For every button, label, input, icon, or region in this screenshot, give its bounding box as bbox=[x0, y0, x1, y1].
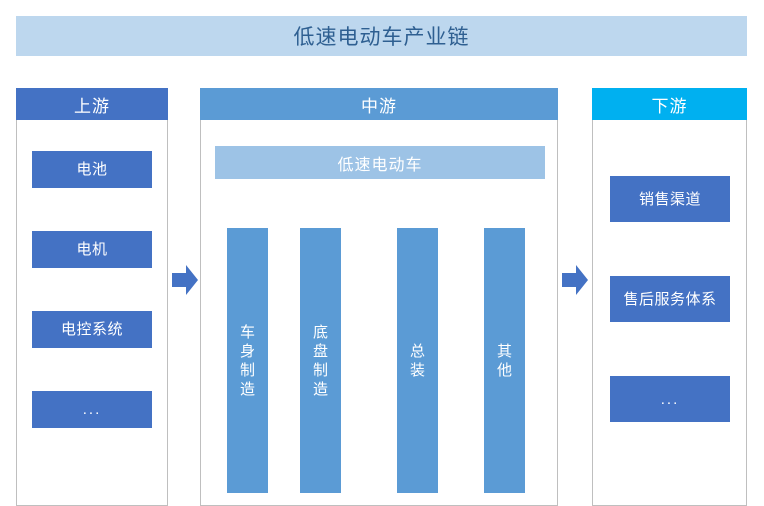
arrow-midstream-to-downstream-icon bbox=[562, 264, 588, 296]
midstream-process-other[interactable]: 其他 bbox=[484, 228, 525, 493]
page-title: 低速电动车产业链 bbox=[293, 26, 470, 49]
upstream-body: 电池 电机 电控系统 ... bbox=[16, 120, 168, 506]
downstream-body: 销售渠道 售后服务体系 ... bbox=[592, 120, 747, 506]
upstream-header: 上游 bbox=[16, 88, 168, 120]
downstream-item-more[interactable]: ... bbox=[610, 376, 730, 422]
upstream-item-motor[interactable]: 电机 bbox=[32, 231, 152, 268]
midstream-process-label: 车身制造 bbox=[240, 323, 257, 398]
downstream-item-sales-channel[interactable]: 销售渠道 bbox=[610, 176, 730, 222]
midstream-process-label: 其他 bbox=[497, 342, 514, 379]
midstream-column: 中游 低速电动车 车身制造 底盘制造 总装 其他 bbox=[200, 88, 558, 506]
midstream-process-chassis-manufacturing[interactable]: 底盘制造 bbox=[300, 228, 341, 493]
midstream-body: 低速电动车 车身制造 底盘制造 总装 其他 bbox=[200, 120, 558, 506]
arrow-upstream-to-midstream-icon bbox=[172, 264, 198, 296]
midstream-process-final-assembly[interactable]: 总装 bbox=[397, 228, 438, 493]
downstream-column: 下游 销售渠道 售后服务体系 ... bbox=[592, 88, 747, 506]
midstream-process-label: 总装 bbox=[410, 342, 427, 379]
diagram-title-banner: 低速电动车产业链 bbox=[16, 16, 747, 56]
midstream-product-bar[interactable]: 低速电动车 bbox=[215, 146, 545, 179]
downstream-header: 下游 bbox=[592, 88, 747, 120]
downstream-item-after-sales-service-system[interactable]: 售后服务体系 bbox=[610, 276, 730, 322]
upstream-item-battery[interactable]: 电池 bbox=[32, 151, 152, 188]
midstream-process-label: 底盘制造 bbox=[313, 323, 330, 398]
upstream-column: 上游 电池 电机 电控系统 ... bbox=[16, 88, 168, 506]
upstream-item-electronic-control-system[interactable]: 电控系统 bbox=[32, 311, 152, 348]
midstream-header: 中游 bbox=[200, 88, 558, 120]
midstream-process-body-manufacturing[interactable]: 车身制造 bbox=[227, 228, 268, 493]
upstream-item-more[interactable]: ... bbox=[32, 391, 152, 428]
